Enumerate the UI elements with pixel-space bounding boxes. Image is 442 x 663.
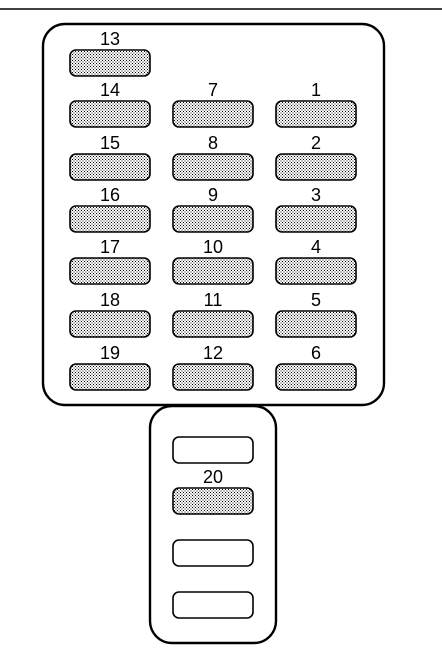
lower-fuse-column: 20 (172, 436, 254, 619)
empty-fuse-slot (172, 591, 254, 619)
fuse-slot (69, 205, 151, 233)
fuse-slot (69, 310, 151, 338)
fuse-slot-label: 8 (208, 133, 218, 153)
fuse-slot (275, 363, 357, 391)
fuse-slot (69, 257, 151, 285)
fuse-slot (172, 153, 254, 181)
fuse-slot-label: 4 (311, 237, 321, 257)
fuse-slot-label: 14 (100, 80, 120, 100)
fuse-slot-label: 1 (311, 80, 321, 100)
fuse-slot-label: 5 (311, 290, 321, 310)
fuse-slot-label: 16 (100, 185, 120, 205)
fuse-slot-label: 9 (208, 185, 218, 205)
fuse-slot-label: 11 (204, 290, 223, 310)
fuse-slot-label: 18 (100, 290, 120, 310)
fuse-slot (69, 153, 151, 181)
fuse-slot (275, 205, 357, 233)
fuse-slot (172, 100, 254, 128)
fuse-slot (275, 310, 357, 338)
fuse-slot-label: 2 (311, 133, 321, 153)
fuse-slot (275, 153, 357, 181)
fuse-slot-label: 19 (100, 343, 120, 363)
fuse-slot (275, 100, 357, 128)
fuse-slot-label: 20 (203, 467, 223, 487)
empty-fuse-slot (172, 436, 254, 464)
fuse-slot-label: 13 (100, 29, 120, 49)
empty-fuse-slot (172, 539, 254, 567)
fuse-slot-label: 3 (311, 185, 321, 205)
fuse-slot (172, 257, 254, 285)
fuse-slot (172, 205, 254, 233)
fuse-slot-label: 6 (311, 343, 321, 363)
fuse-slot (69, 100, 151, 128)
fuse-slot (172, 363, 254, 391)
fuse-slot-label: 7 (208, 80, 218, 100)
fuse-slot-label: 10 (203, 237, 223, 257)
fuse-slot (275, 257, 357, 285)
fuse-slot-label: 12 (203, 343, 223, 363)
fuse-slot (69, 49, 151, 77)
fuse-slot (172, 310, 254, 338)
fuse-slot (69, 363, 151, 391)
fuse-slot (172, 487, 254, 515)
fuse-slot-label: 17 (100, 237, 120, 257)
fuse-slot-label: 15 (100, 133, 120, 153)
